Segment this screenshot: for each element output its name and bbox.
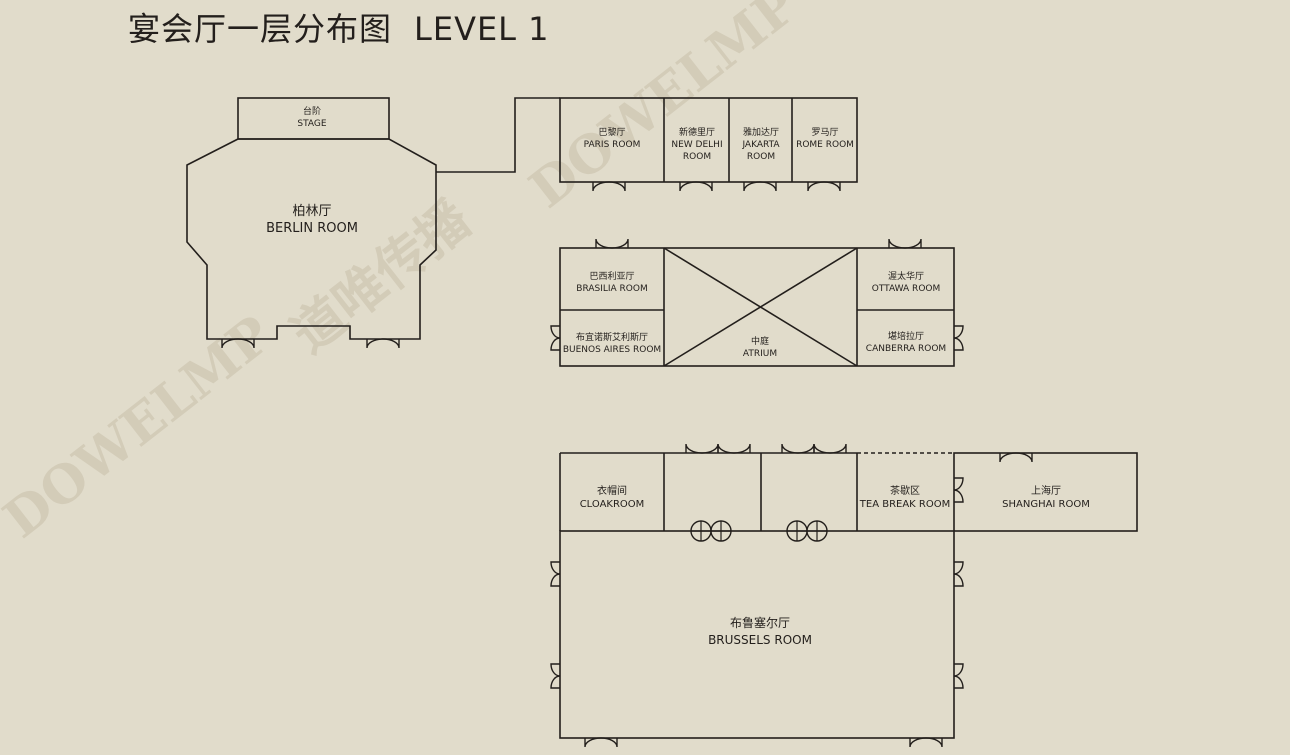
paris-label-en: PARIS ROOM [584, 140, 641, 150]
atrium-label-en: ATRIUM [743, 349, 777, 359]
corridor-line [436, 97, 560, 173]
title-zh: 宴会厅一层分布图 [128, 10, 393, 48]
ottawa-label-zh: 渥太华厅 [888, 270, 924, 282]
cloakroom-label-zh: 衣帽间 [597, 484, 627, 497]
jakarta-label-zh: 雅加达厅 [743, 126, 779, 138]
rome-label-en: ROME ROOM [796, 140, 854, 150]
brussels-label-zh: 布鲁塞尔厅 [730, 615, 790, 630]
atrium-label-zh: 中庭 [751, 335, 769, 347]
canberra-label-zh: 堪培拉厅 [888, 330, 924, 342]
middle-block-outline [559, 247, 955, 367]
jakarta-label-en2: ROOM [747, 152, 775, 162]
shanghai-label-en: SHANGHAI ROOM [1002, 499, 1090, 510]
berlin-room-outline [186, 138, 437, 340]
brasilia-label-en: BRASILIA ROOM [576, 284, 647, 294]
cloakroom-label-en: CLOAKROOM [580, 499, 645, 510]
stage-label-zh: 台阶 [303, 105, 321, 117]
berlin-label-zh: 柏林厅 [292, 204, 331, 219]
canberra-label-en: CANBERRA ROOM [866, 344, 946, 354]
brussels-room-outline [559, 530, 955, 739]
ottawa-label-en: OTTAWA ROOM [872, 284, 941, 294]
shanghai-room-outline [953, 452, 1138, 532]
watermark: DOWELMP 道唯传播 DOWELMP [0, 0, 809, 550]
top-rooms-outline [559, 97, 858, 183]
watermark-brand-1: DOWELMP [0, 304, 283, 550]
brussels-label-en: BRUSSELS ROOM [708, 633, 812, 647]
stage-label-en: STAGE [297, 119, 326, 129]
paris-label-zh: 巴黎厅 [598, 126, 625, 138]
berlin-label-en: BERLIN ROOM [266, 221, 358, 236]
title-en: LEVEL 1 [414, 10, 550, 48]
buenos-aires-label-zh: 布宜诺斯艾利斯厅 [576, 331, 648, 343]
new-delhi-label-en2: ROOM [683, 152, 711, 162]
new-delhi-label-en1: NEW DELHI [671, 140, 722, 150]
new-delhi-label-zh: 新德里厅 [679, 126, 715, 138]
jakarta-label-en1: JAKARTA [741, 140, 780, 150]
buenos-aires-label-en: BUENOS AIRES ROOM [563, 345, 661, 355]
shanghai-label-zh: 上海厅 [1031, 484, 1061, 497]
page-title: 宴会厅一层分布图 LEVEL 1 [128, 4, 550, 50]
atrium-cross-b [663, 247, 858, 367]
tea-break-label-en: TEA BREAK ROOM [859, 499, 950, 510]
tea-break-label-zh: 茶歇区 [890, 484, 920, 497]
rome-label-zh: 罗马厅 [811, 127, 838, 138]
brasilia-label-zh: 巴西利亚厅 [589, 270, 634, 282]
